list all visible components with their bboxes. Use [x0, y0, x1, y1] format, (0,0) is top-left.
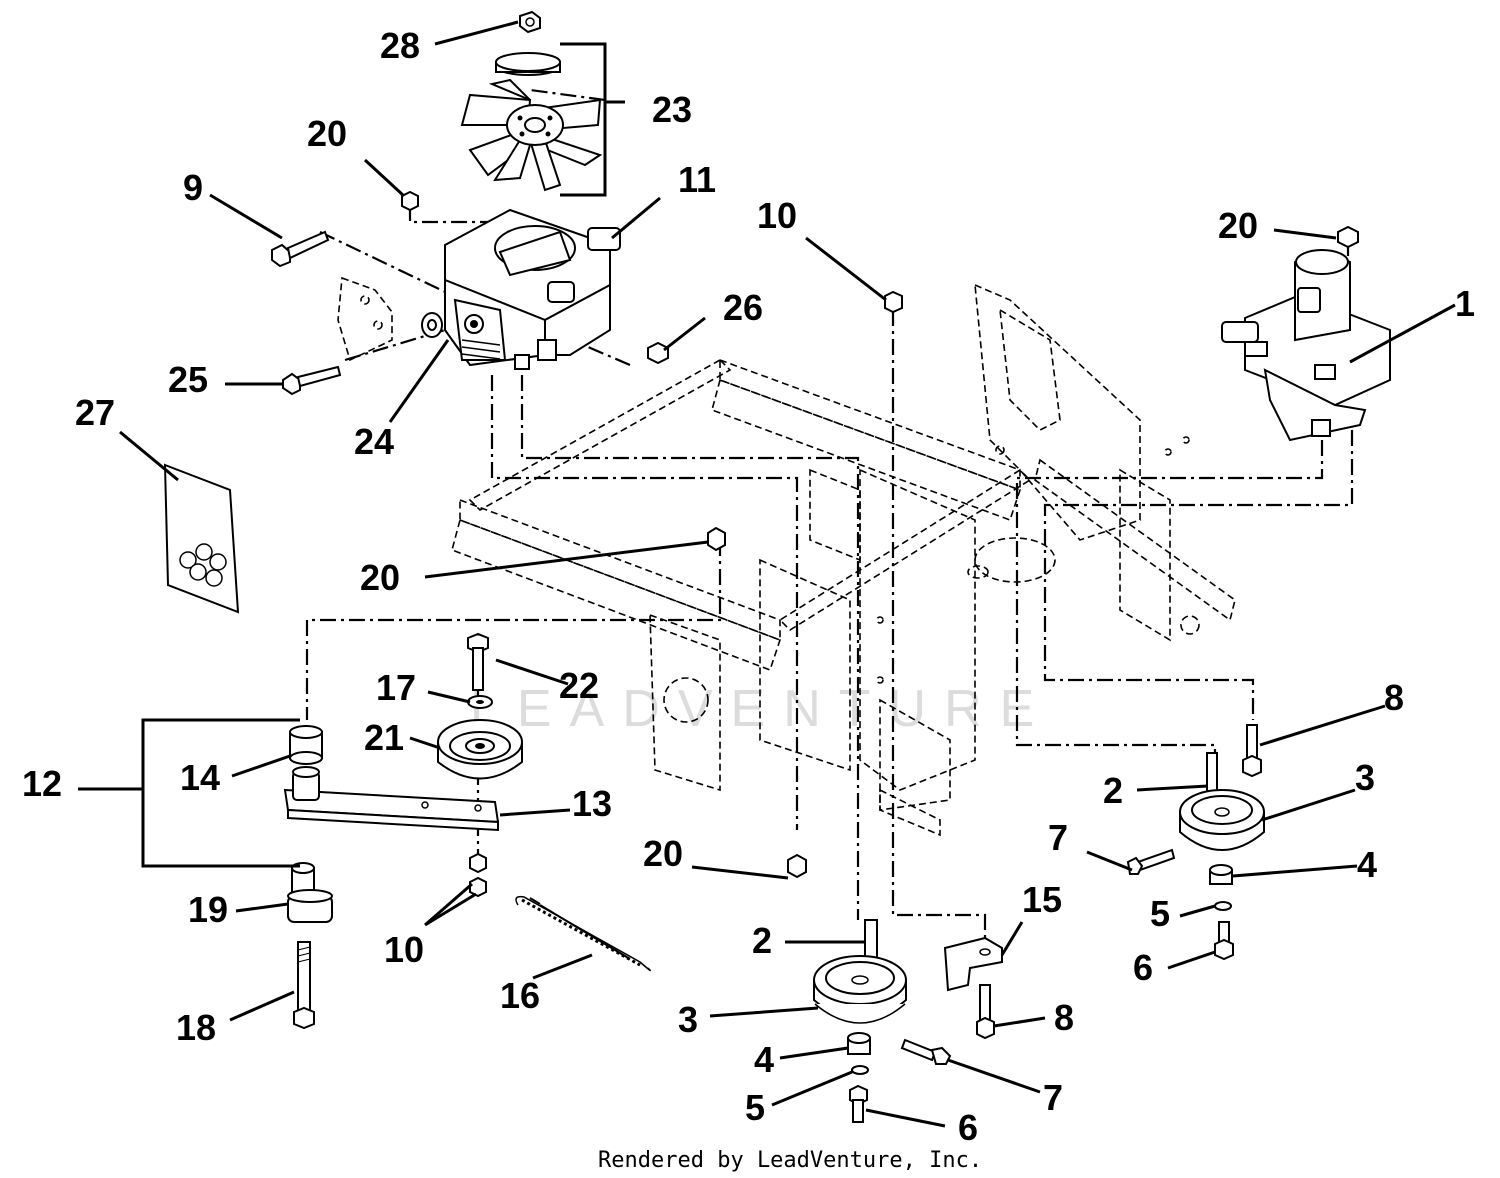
callout-19: 19 [188, 889, 228, 930]
callout-10: 10 [757, 195, 797, 236]
callout-4: 4 [1357, 844, 1377, 885]
callout-28: 28 [380, 25, 420, 66]
spacer-4-right [1209, 864, 1233, 885]
callout-11: 11 [678, 159, 716, 200]
cooling-fan [460, 52, 603, 192]
washer-5-right [1214, 901, 1232, 911]
callout-20: 20 [360, 557, 400, 598]
footer-credit: Rendered by LeadVenture, Inc. [598, 1148, 982, 1173]
callout-5: 5 [1150, 893, 1170, 934]
callout-1: 1 [1455, 283, 1475, 324]
callout-26: 26 [723, 287, 763, 328]
callout-14: 14 [180, 757, 220, 798]
watermark-text: LEADVENTURE [470, 680, 1052, 738]
bolt-18 [293, 941, 315, 1030]
leader-lines [78, 20, 1456, 1128]
control-bracket [337, 276, 393, 362]
bracket-15 [943, 936, 1003, 992]
bolt-6-right [1214, 921, 1234, 961]
nut-10-top [884, 290, 903, 314]
callout-8: 8 [1384, 677, 1404, 718]
bolt-8-right [1242, 724, 1262, 778]
callout-3: 3 [678, 999, 698, 1040]
callout-12: 12 [22, 763, 62, 804]
left-transaxle [444, 208, 621, 370]
callout-5: 5 [745, 1087, 765, 1128]
callout-20: 20 [643, 833, 683, 874]
callout-23: 23 [652, 89, 692, 130]
callout-6: 6 [1133, 947, 1153, 988]
chassis-frame [451, 283, 1236, 837]
callout-17: 17 [376, 667, 416, 708]
bolt-6-lower [849, 1084, 868, 1123]
idler-arm [283, 766, 500, 832]
callout-16: 16 [500, 975, 540, 1016]
callout-3: 3 [1355, 757, 1375, 798]
callout-20: 20 [1218, 205, 1258, 246]
spring-16 [515, 895, 651, 972]
callout-18: 18 [176, 1007, 216, 1048]
assembly-lines [305, 88, 1354, 940]
bolt-9 [271, 230, 330, 268]
callout-labels: 28 23 20 9 11 10 20 1 26 25 24 27 20 22 … [22, 25, 1475, 1148]
callout-9: 9 [183, 167, 203, 208]
pulley-3-lower [813, 955, 907, 1024]
nut-28 [519, 10, 541, 34]
callout-27: 27 [75, 392, 115, 433]
bolt-7-right [1126, 848, 1176, 875]
idler-pulley [437, 719, 523, 780]
callout-24: 24 [354, 421, 394, 462]
bolt-25 [282, 365, 342, 396]
callout-25: 25 [168, 359, 208, 400]
bushing-24 [421, 312, 443, 338]
callout-2: 2 [752, 920, 772, 961]
decal-sheet [163, 463, 240, 614]
washer-17 [467, 695, 493, 709]
callout-13: 13 [572, 783, 612, 824]
callout-22: 22 [559, 665, 599, 706]
callout-2: 2 [1103, 770, 1123, 811]
bolt-7-lower [900, 1038, 952, 1065]
washer-5-lower [851, 1065, 869, 1075]
nut-20-center [707, 526, 726, 552]
right-transaxle [1221, 249, 1391, 442]
bolt-22 [467, 632, 489, 691]
spacer-19 [287, 862, 333, 923]
callout-4: 4 [754, 1039, 774, 1080]
key-2-lower [864, 919, 878, 961]
callout-15: 15 [1022, 879, 1062, 920]
bushing-14 [289, 725, 323, 765]
nut-20-lower [787, 853, 807, 879]
nut-20-top [401, 190, 419, 212]
callout-6: 6 [958, 1107, 978, 1148]
callout-21: 21 [364, 717, 404, 758]
nut-26 [647, 341, 669, 365]
pulley-3-right [1179, 789, 1265, 851]
spacer-4-lower [847, 1032, 871, 1055]
bolt-8-lower [976, 984, 995, 1040]
callout-20: 20 [307, 113, 347, 154]
key-2-right [1206, 752, 1218, 792]
callout-10: 10 [384, 929, 424, 970]
callout-8: 8 [1054, 997, 1074, 1038]
nut-20-right [1337, 225, 1359, 249]
callout-7: 7 [1043, 1077, 1063, 1118]
nut-10-lower [469, 852, 487, 898]
callout-7: 7 [1048, 817, 1068, 858]
